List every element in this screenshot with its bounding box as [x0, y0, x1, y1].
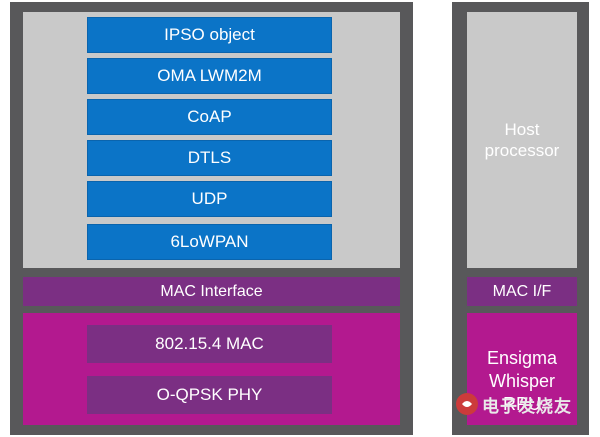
- watermark-text: 电子发烧友: [482, 396, 572, 416]
- watermark: 电子发烧友: [456, 391, 586, 417]
- layer-802154-mac: 802.15.4 MAC: [87, 325, 332, 363]
- layer-dtls: DTLS: [87, 140, 332, 176]
- host-processor-label: Host processor: [484, 120, 560, 160]
- layer-ipso-object: IPSO object: [87, 17, 332, 53]
- mac-if-bar: MAC I/F: [467, 277, 577, 306]
- layer-udp: UDP: [87, 181, 332, 217]
- layer-coap: CoAP: [87, 99, 332, 135]
- layer-6lowpan: 6LoWPAN: [87, 224, 332, 260]
- layer-oma-lwm2m: OMA LWM2M: [87, 58, 332, 94]
- host-processor-area: Host processor: [467, 12, 577, 268]
- mac-interface-bar: MAC Interface: [23, 277, 400, 306]
- layer-oqpsk-phy: O-QPSK PHY: [87, 376, 332, 414]
- watermark-logo-icon: [456, 393, 478, 415]
- whisper-rpu-label: Ensigma Whisper RPU: [486, 348, 558, 414]
- whisper-rpu-area: [467, 313, 577, 425]
